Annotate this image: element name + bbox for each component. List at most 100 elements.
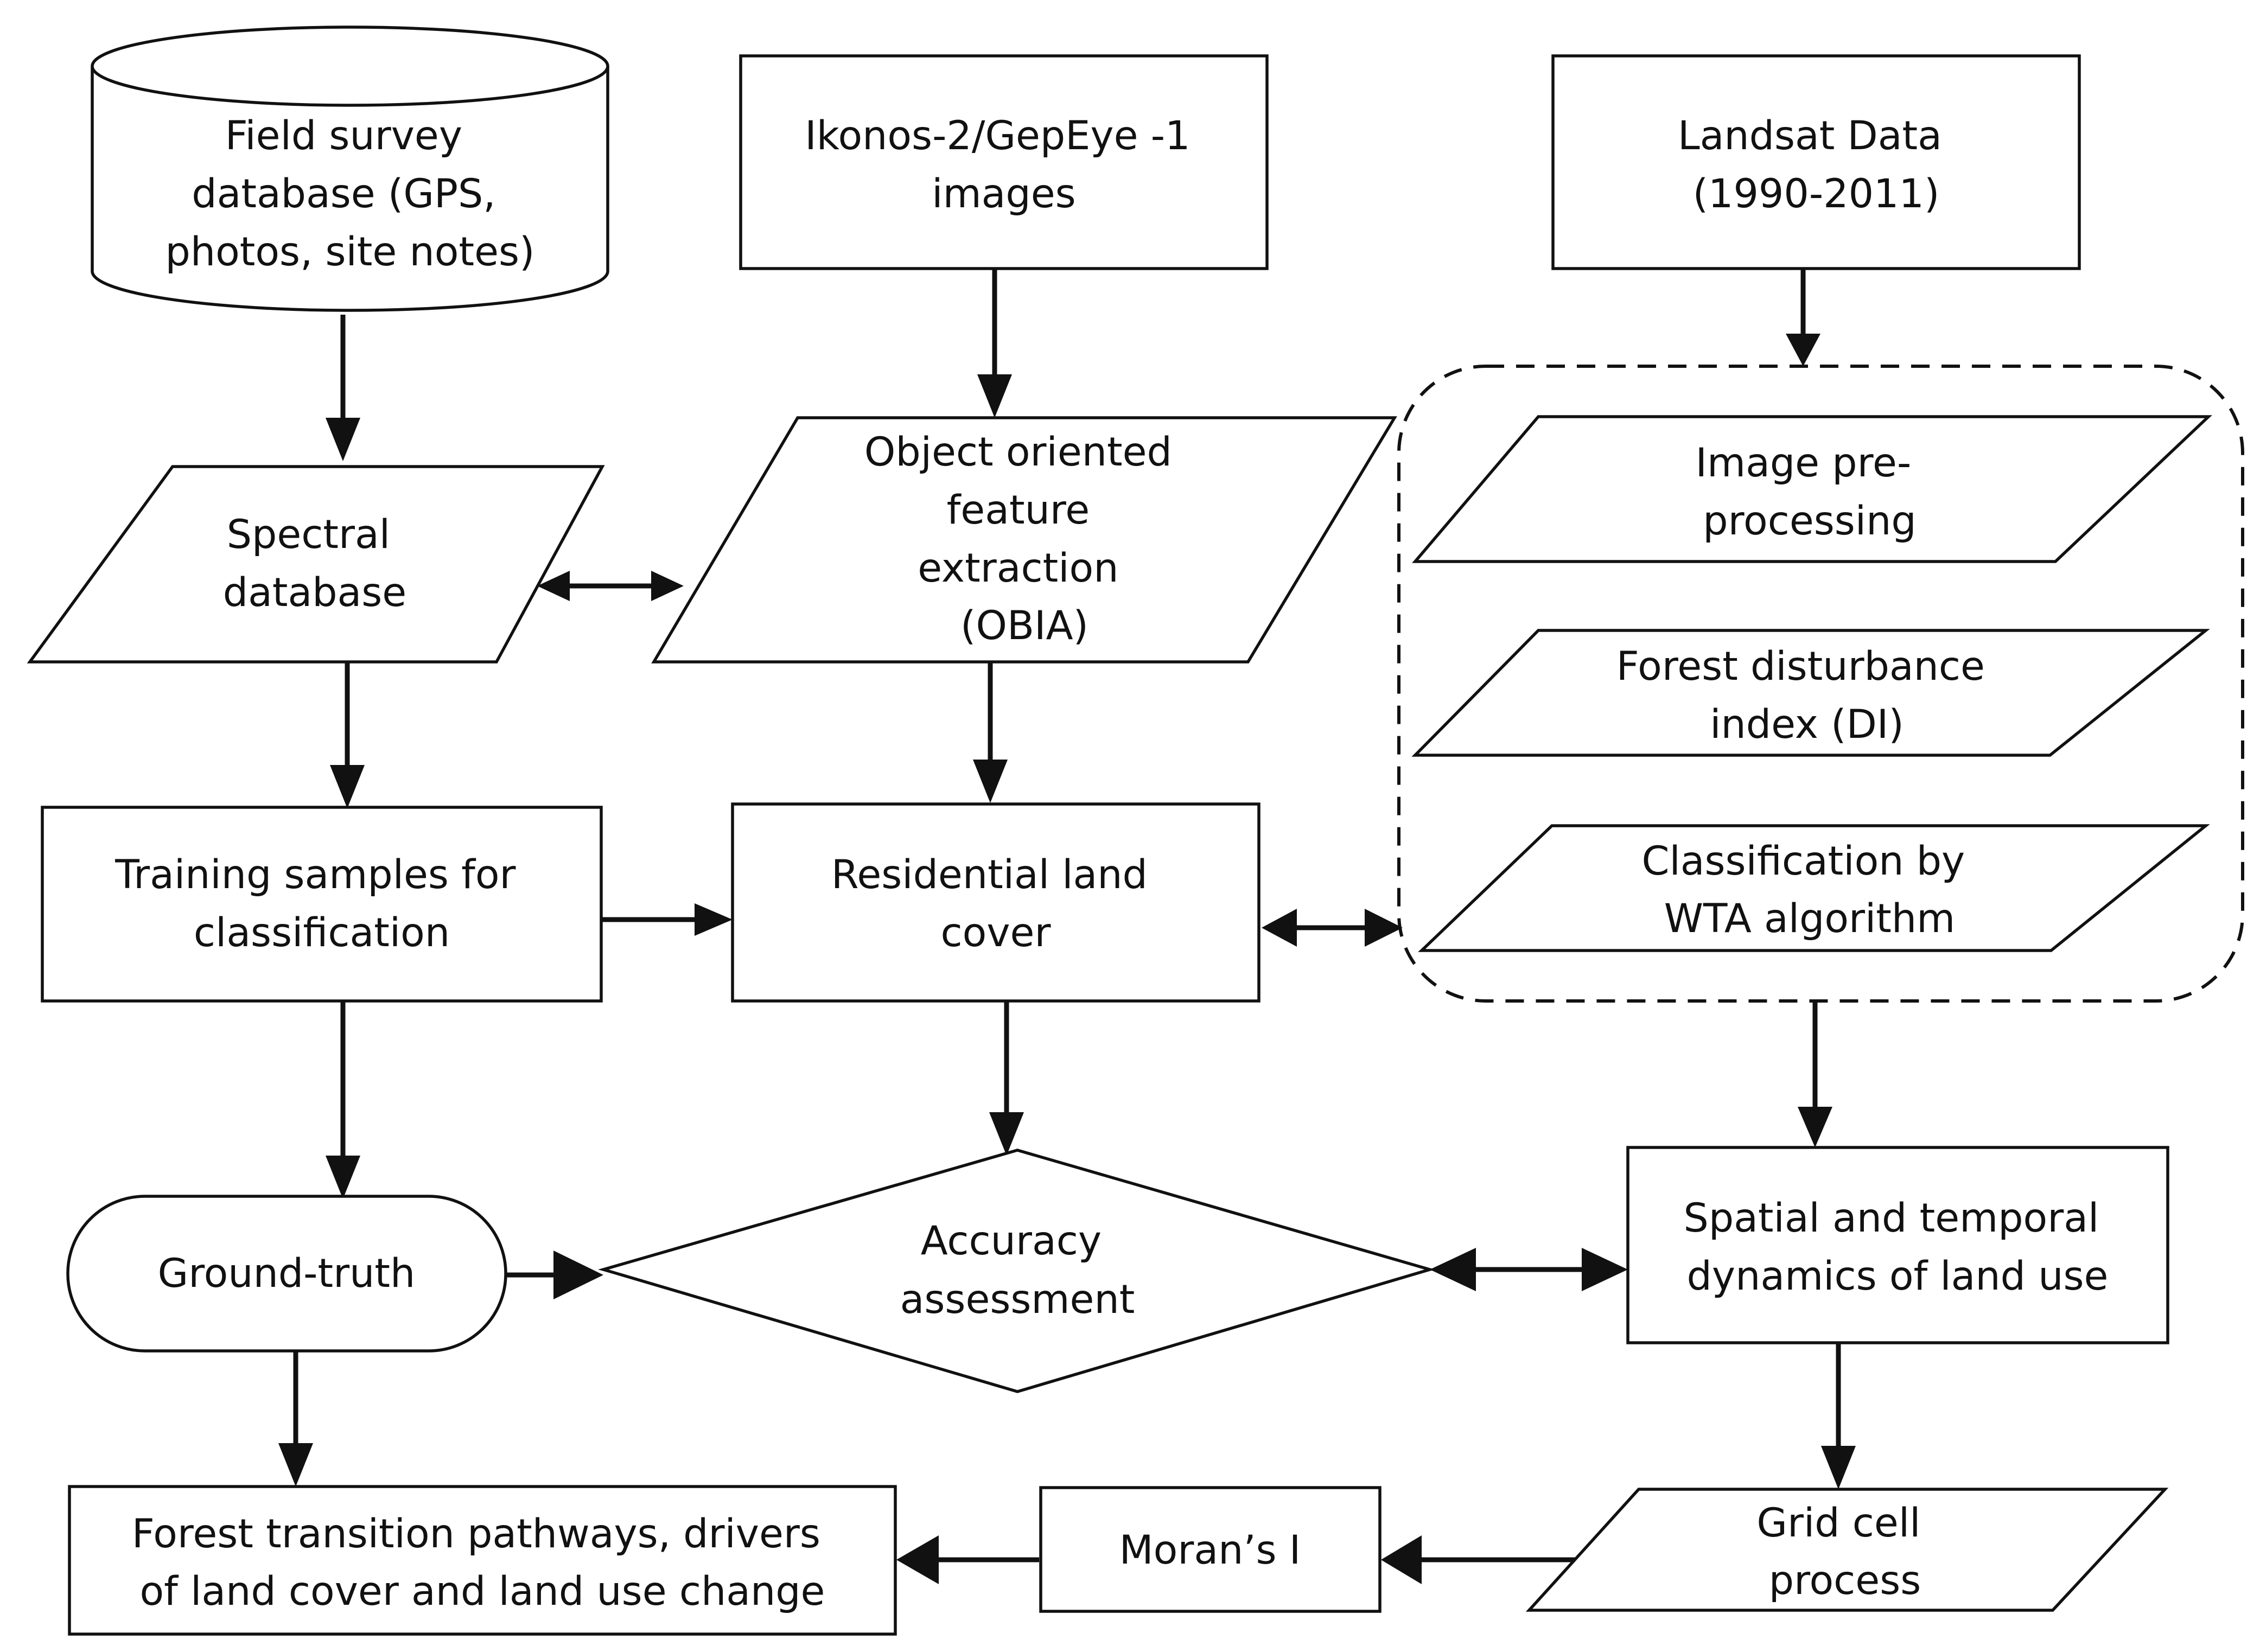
label-line: Moran’s I: [1119, 1527, 1301, 1573]
arrowhead: [537, 571, 570, 601]
label-line: Grid cell: [1756, 1500, 1920, 1546]
svg-text:Classification by WTA al: Classification by WTA algorithm: [1642, 838, 1978, 942]
cylinder-top: [91, 25, 609, 107]
label-line: of land cover and land use change: [140, 1568, 825, 1615]
label-line: Ikonos-2/GepEye -1: [805, 113, 1190, 159]
arrowhead: [973, 760, 1008, 803]
arrowhead: [1381, 1535, 1422, 1584]
node-shape: [27, 465, 605, 664]
svg-text:Moran’s I: Moran’s I: [1119, 1527, 1301, 1573]
landsat-processing-group: [1397, 365, 2244, 1003]
svg-text:Spectral database: Spectral database: [223, 512, 406, 616]
node-shape: [598, 1149, 1435, 1393]
arrowhead: [695, 903, 733, 936]
node-residential-land-cover: Residential land cover: [731, 802, 1260, 1003]
node-image-preprocessing: Image pre- processing: [1412, 415, 2212, 563]
arrowhead: [1786, 334, 1820, 366]
node-shape: [1551, 54, 2081, 270]
label-line: database (GPS,: [192, 171, 495, 217]
node-shape: [1411, 629, 2210, 757]
label-line: Image pre-: [1695, 440, 1911, 486]
label-line: Ground-truth: [158, 1251, 416, 1297]
arrowhead: [326, 1156, 360, 1199]
label-line: WTA algorithm: [1664, 896, 1956, 942]
arrowhead: [1430, 1248, 1476, 1291]
label-line: index (DI): [1710, 701, 1904, 748]
arrowhead: [1365, 909, 1403, 947]
label-line: Residential land: [831, 852, 1148, 898]
cylinder-body: [91, 66, 609, 312]
label-line: images: [932, 171, 1075, 217]
label-line: (OBIA): [960, 603, 1088, 649]
svg-text:Residential land cover: Residential land cover: [831, 852, 1160, 956]
arrowhead: [326, 418, 360, 461]
node-obia: Object oriented feature extraction (OBIA…: [651, 416, 1397, 664]
label-line: process: [1769, 1558, 1921, 1604]
node-shape: [41, 806, 603, 1003]
svg-text:Ikonos-2/GepEye -1 image: Ikonos-2/GepEye -1 images: [805, 113, 1202, 217]
node-field-survey-database: Field survey database (GPS, photos, site…: [91, 25, 609, 312]
label-line: dynamics of land use: [1687, 1253, 2109, 1299]
node-shape: [68, 1485, 897, 1636]
svg-text:Ground-truth: Ground-truth: [158, 1251, 416, 1297]
label-line: (1990-2011): [1693, 171, 1940, 217]
label-line: photos, site notes): [165, 229, 534, 275]
arrowhead: [1582, 1248, 1628, 1291]
node-training-samples: Training samples for classification: [41, 806, 603, 1003]
node-shape: [66, 1195, 507, 1353]
node-shape: [1418, 824, 2210, 952]
arrowhead: [896, 1535, 939, 1584]
node-shape: [739, 54, 1269, 270]
arrowhead: [553, 1251, 603, 1299]
node-wta-classification: Classification by WTA algorithm: [1418, 824, 2210, 952]
node-ground-truth: Ground-truth: [66, 1195, 507, 1353]
svg-text:Landsat Data (1990-2011): Landsat Data (1990-2011): [1678, 113, 1955, 217]
label-line: Forest disturbance: [1616, 643, 1985, 690]
arrowhead: [977, 374, 1012, 418]
arrowhead: [989, 1112, 1024, 1156]
node-shape: [1525, 1488, 2169, 1612]
svg-text:Image pre- processing: Image pre- processing: [1695, 440, 1924, 544]
label-line: extraction: [918, 545, 1118, 591]
node-spectral-database: Spectral database: [27, 465, 605, 664]
arrowhead: [278, 1443, 313, 1487]
svg-text:Accuracy assessment: Accuracy assessment: [900, 1218, 1135, 1323]
label-line: processing: [1703, 498, 1916, 544]
node-forest-transition-pathways: Forest transition pathways, drivers of l…: [68, 1485, 897, 1636]
edges: [278, 269, 1856, 1584]
label-line: Accuracy: [921, 1218, 1102, 1264]
svg-text:Training samples for cla: Training samples for classification: [114, 852, 529, 956]
label-line: Field survey: [225, 113, 462, 159]
node-accuracy-assessment: Accuracy assessment: [598, 1149, 1435, 1393]
label-line: database: [223, 570, 406, 616]
label-line: Classification by: [1642, 838, 1965, 884]
label-line: Object oriented: [864, 429, 1172, 475]
svg-text:Grid cell process: Grid cell process: [1756, 1500, 1933, 1604]
node-shape: [1626, 1146, 2169, 1344]
node-grid-cell-process: Grid cell process: [1525, 1488, 2169, 1612]
label-line: Forest transition pathways, drivers: [132, 1511, 820, 1557]
svg-text:Forest disturbance index: Forest disturbance index (DI): [1616, 643, 1997, 748]
label-line: Training samples for: [114, 852, 516, 898]
arrowhead: [1821, 1446, 1856, 1489]
arrowhead: [330, 765, 365, 808]
node-landsat-data: Landsat Data (1990-2011): [1551, 54, 2081, 270]
svg-text:Field survey database (G: Field survey database (GPS, photos, site…: [165, 113, 534, 275]
node-forest-disturbance-index: Forest disturbance index (DI): [1411, 629, 2210, 757]
node-shape: [651, 416, 1397, 664]
arrowhead: [651, 571, 684, 601]
svg-text:Forest transition pathways, dr: Forest transition pathways, drivers of l…: [132, 1511, 833, 1615]
label-line: feature: [947, 487, 1090, 533]
arrowhead: [1262, 909, 1297, 947]
node-ikonos-images: Ikonos-2/GepEye -1 images: [739, 54, 1269, 270]
node-shape: [1412, 415, 2212, 563]
label-line: cover: [941, 910, 1052, 956]
arrowhead: [1798, 1107, 1832, 1147]
label-line: Landsat Data: [1678, 113, 1942, 159]
node-morans-i: Moran’s I: [1039, 1486, 1382, 1613]
label-line: Spatial and temporal: [1684, 1195, 2099, 1241]
label-line: classification: [194, 910, 450, 956]
node-spatial-temporal-dynamics: Spatial and temporal dynamics of land us…: [1626, 1146, 2169, 1344]
svg-text:Object oriented feature: Object oriented feature extraction (OBIA…: [864, 429, 1185, 649]
